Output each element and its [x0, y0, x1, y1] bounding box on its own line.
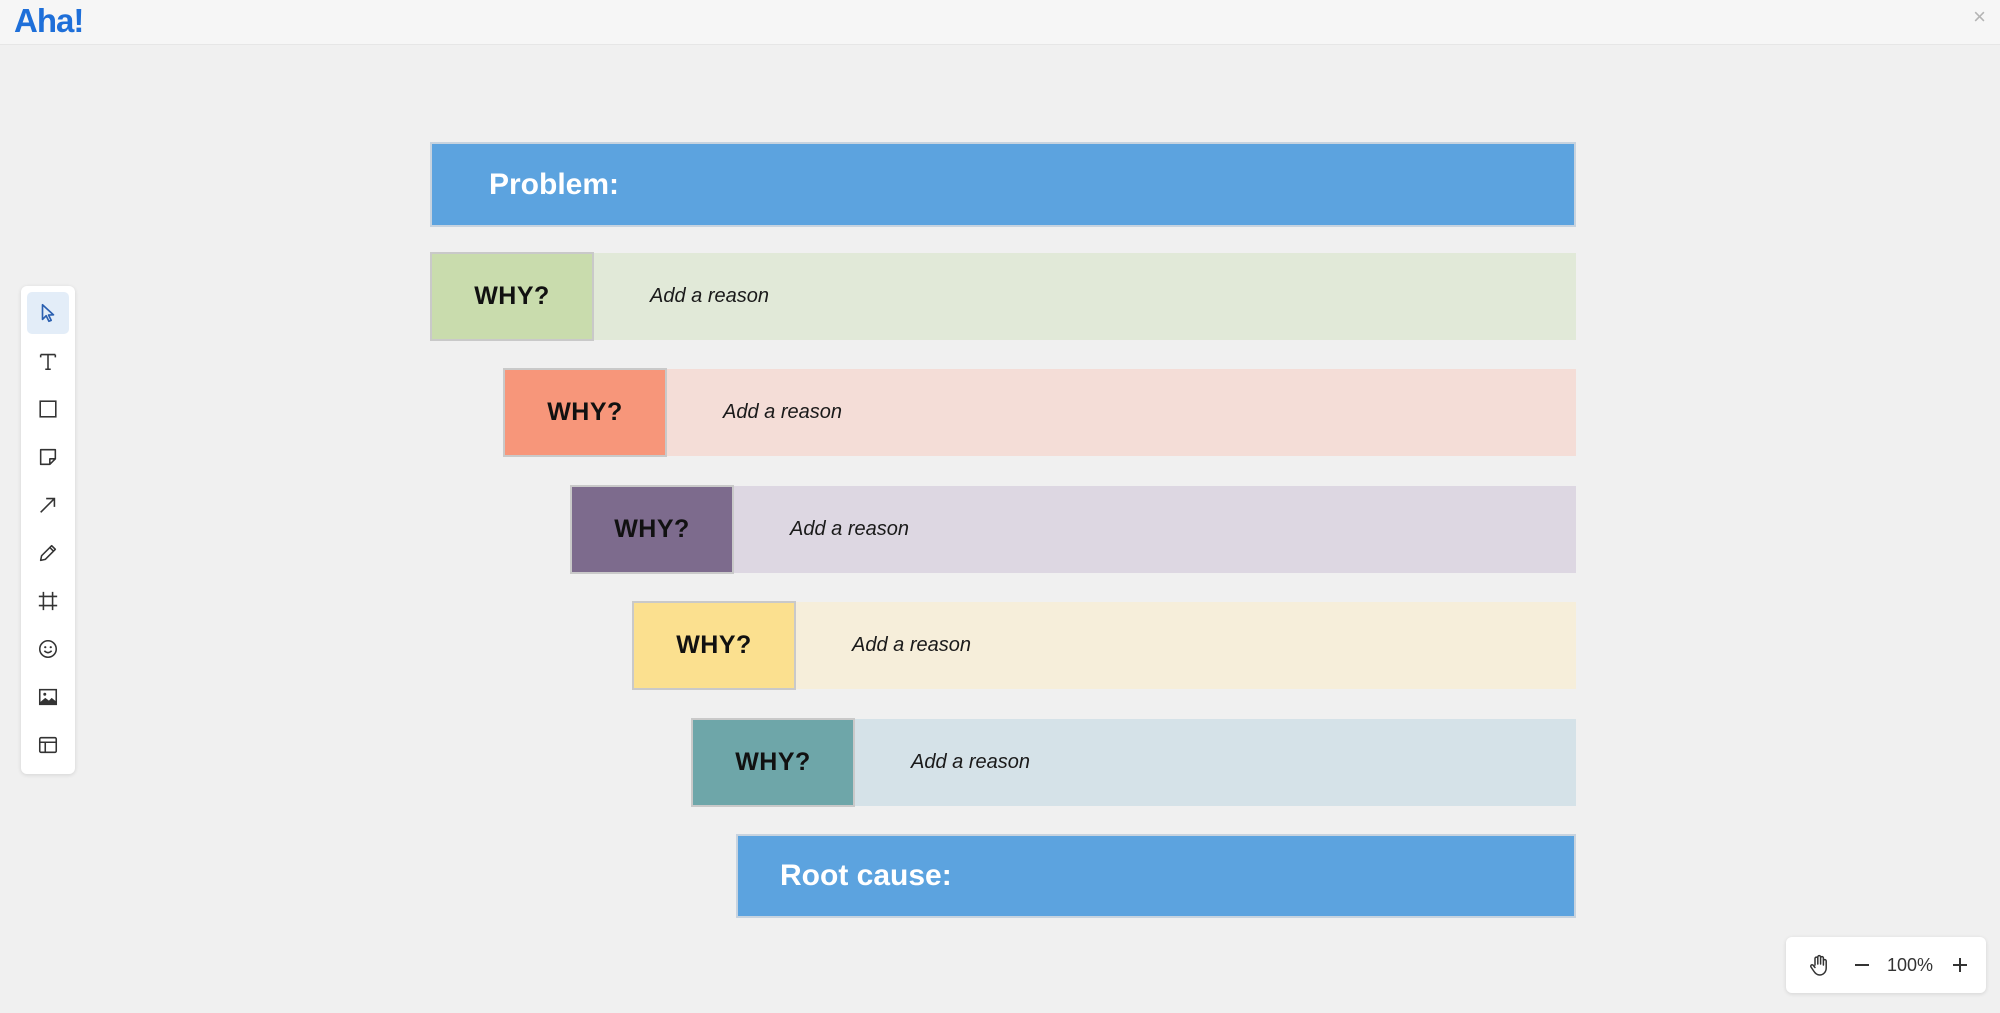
reason-area[interactable]	[855, 719, 1576, 806]
why-row[interactable]: WHY? Add a reason	[503, 368, 1576, 457]
root-cause-label: Root cause:	[780, 859, 952, 892]
sticky-note-tool-button[interactable]	[27, 436, 69, 478]
reason-area[interactable]	[594, 253, 1576, 340]
pointer-icon	[41, 303, 55, 323]
why-box[interactable]: WHY?	[570, 485, 734, 574]
why-row[interactable]: WHY? Add a reason	[691, 718, 1576, 807]
emoji-icon	[38, 639, 58, 659]
image-tool-button[interactable]	[27, 676, 69, 718]
sticky-note-icon	[39, 448, 57, 466]
frame-tool-button[interactable]	[27, 580, 69, 622]
reason-area[interactable]	[734, 486, 1576, 573]
aha-logo[interactable]: Aha!	[14, 2, 84, 39]
drawing-toolbar	[21, 286, 75, 774]
reason-area[interactable]	[667, 369, 1576, 456]
reason-text[interactable]: Add a reason	[852, 634, 971, 656]
close-icon[interactable]: ×	[1973, 4, 1986, 29]
why-row[interactable]: WHY? Add a reason	[632, 601, 1576, 690]
plus-icon	[1953, 958, 1967, 972]
why-box[interactable]: WHY?	[691, 718, 855, 807]
root-cause-banner[interactable]: Root cause:	[736, 834, 1576, 918]
pen-tool-button[interactable]	[27, 532, 69, 574]
why-row[interactable]: WHY? Add a reason	[430, 252, 1576, 341]
why-box[interactable]: WHY?	[430, 252, 594, 341]
pencil-icon	[39, 544, 57, 562]
problem-label: Problem:	[489, 168, 620, 201]
text-tool-button[interactable]	[27, 340, 69, 382]
reason-text[interactable]: Add a reason	[790, 518, 909, 540]
template-icon	[38, 736, 58, 754]
text-icon	[39, 353, 57, 371]
reason-text[interactable]: Add a reason	[723, 401, 842, 423]
template-tool-button[interactable]	[27, 724, 69, 766]
image-icon	[38, 688, 58, 706]
arrow-icon	[40, 497, 56, 513]
zoom-controls: 100%	[1786, 937, 1986, 993]
reason-text[interactable]: Add a reason	[911, 751, 1030, 773]
zoom-in-button[interactable]	[1942, 937, 1978, 993]
reason-area[interactable]	[796, 602, 1576, 689]
top-bar: Aha! ×	[0, 0, 2000, 45]
minus-icon	[1855, 964, 1869, 966]
rectangle-icon	[39, 400, 57, 418]
why-row[interactable]: WHY? Add a reason	[570, 485, 1576, 574]
emoji-tool-button[interactable]	[27, 628, 69, 670]
why-box[interactable]: WHY?	[632, 601, 796, 690]
problem-banner[interactable]: Problem:	[430, 142, 1576, 227]
pan-button[interactable]	[1794, 937, 1844, 993]
zoom-out-button[interactable]	[1844, 937, 1880, 993]
select-tool-button[interactable]	[27, 292, 69, 334]
zoom-level[interactable]: 100%	[1886, 954, 1934, 975]
why-box[interactable]: WHY?	[503, 368, 667, 457]
frame-icon	[38, 591, 58, 611]
reason-text[interactable]: Add a reason	[650, 285, 769, 307]
arrow-tool-button[interactable]	[27, 484, 69, 526]
shape-tool-button[interactable]	[27, 388, 69, 430]
hand-icon	[1810, 954, 1827, 976]
